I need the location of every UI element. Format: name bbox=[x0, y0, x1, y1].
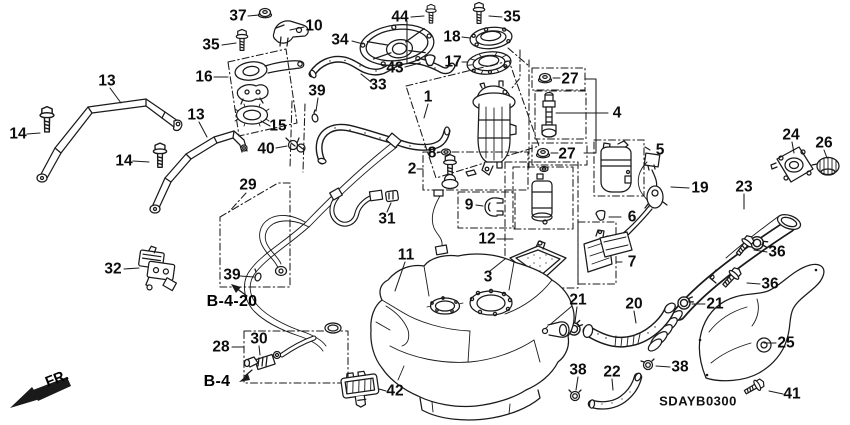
drain-hose-22 bbox=[587, 372, 643, 410]
nut-27-lower bbox=[535, 147, 551, 159]
quick-connector-30 bbox=[243, 356, 259, 368]
grommet-43 bbox=[424, 54, 436, 67]
splash-shield-25 bbox=[698, 263, 825, 382]
tank-strap-front bbox=[36, 98, 183, 183]
filler-hose-20 bbox=[582, 302, 676, 348]
fuel-pump-12 bbox=[531, 173, 553, 225]
nut-37 bbox=[257, 7, 273, 19]
clamp-38-left bbox=[568, 389, 582, 402]
ref-arrow-b-4-20 bbox=[231, 284, 248, 297]
lock-cam bbox=[236, 84, 269, 105]
retainer-clip-9 bbox=[484, 197, 504, 217]
hose-28 bbox=[254, 335, 317, 371]
mount-plate-34 bbox=[359, 24, 435, 67]
bracket-10 bbox=[272, 20, 309, 47]
grommet-6 bbox=[594, 209, 607, 222]
strap-bolt-rear bbox=[152, 142, 168, 168]
pressure-sensor-42 bbox=[340, 370, 380, 408]
vent-valve-32 bbox=[138, 245, 178, 292]
tank-strap-rear bbox=[149, 130, 248, 214]
pipe-29-box bbox=[219, 182, 291, 288]
ring-18 bbox=[469, 26, 513, 50]
pump-module-box bbox=[405, 60, 540, 179]
regulator-box bbox=[422, 151, 529, 191]
ref-arrow-b-4 bbox=[239, 369, 253, 382]
pump-box bbox=[512, 166, 574, 230]
pigtail-hose-31 bbox=[329, 187, 400, 227]
vent-hose-lower bbox=[315, 123, 451, 165]
pump-lock-group-box bbox=[227, 48, 298, 137]
clip-39-bottom bbox=[254, 268, 262, 282]
construction-lines bbox=[226, 49, 521, 215]
seal-ring-detail bbox=[324, 322, 342, 334]
lock-ring-17 bbox=[466, 51, 512, 75]
clamp-38-right bbox=[640, 358, 655, 371]
nut-27-upper bbox=[537, 72, 553, 84]
lock-plate bbox=[234, 60, 305, 81]
filler-flange-24 bbox=[770, 146, 818, 183]
harness-wire bbox=[431, 189, 449, 256]
strap-bolt-front bbox=[39, 105, 55, 133]
clip-9-box bbox=[457, 191, 516, 229]
diagram-code: SDAYB0300 bbox=[659, 393, 737, 409]
fuel-filter-5 bbox=[600, 140, 632, 193]
filter-box bbox=[593, 139, 645, 197]
seal-ring-15 bbox=[234, 103, 270, 127]
clip-39-top bbox=[311, 109, 319, 123]
bolt-35-left bbox=[235, 28, 249, 51]
fuel-tank bbox=[370, 253, 575, 421]
pressure-regulator bbox=[441, 153, 477, 190]
fuel-pump-module bbox=[472, 80, 517, 176]
screw-44 bbox=[425, 3, 437, 24]
fuel-cap-26 bbox=[816, 156, 840, 176]
bolt-41 bbox=[741, 376, 767, 398]
leader-lines bbox=[26, 14, 828, 395]
hose-28-box bbox=[243, 330, 349, 384]
check-valve-4 bbox=[541, 91, 557, 138]
fr-direction-arrow bbox=[10, 377, 71, 408]
clip-40 bbox=[285, 137, 306, 153]
vent-hose-upper bbox=[308, 55, 456, 79]
bolt-35-right bbox=[472, 1, 486, 24]
fuel-sender-19 bbox=[599, 152, 668, 258]
o-ring-8 bbox=[440, 148, 452, 156]
fuel-pipe-29 bbox=[259, 215, 310, 277]
